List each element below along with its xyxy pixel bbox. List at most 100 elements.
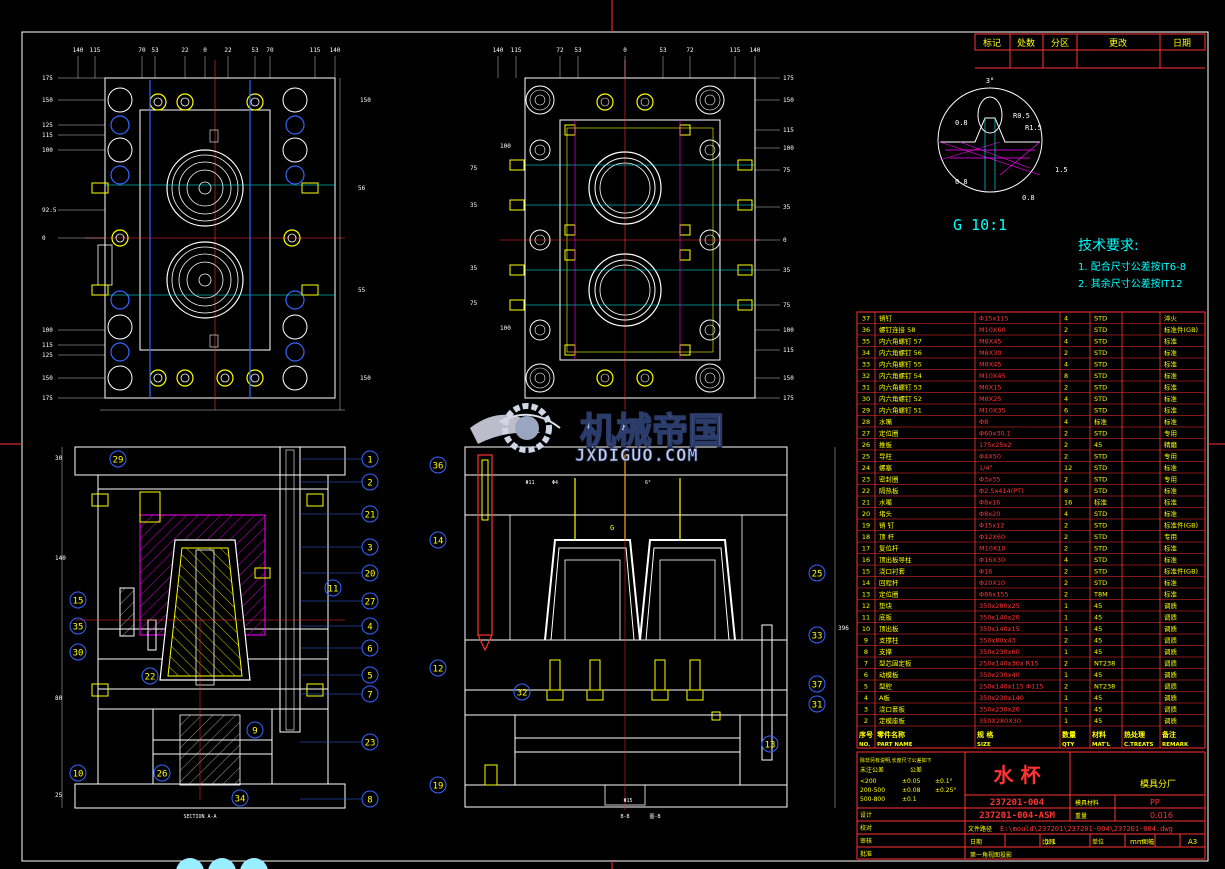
meta-label: 日期 [970, 838, 982, 846]
bom-cell: 350x230x60 [979, 648, 1020, 656]
tol-linear: ±0.05 [902, 778, 921, 785]
bom-cell: Φ8 [979, 418, 988, 426]
part-balloon: 15 [69, 591, 87, 609]
bom-header-cn: 材料 [1091, 730, 1106, 739]
bom-cell-no: 14 [862, 579, 870, 587]
bom-cell: 2 [1064, 453, 1068, 461]
svg-text:0.8: 0.8 [1022, 194, 1035, 202]
bom-cell: 标准 [1094, 417, 1108, 426]
dim-v-label: 150 [783, 97, 794, 104]
bom-cell: 45 [1094, 717, 1102, 725]
dim-h-label: 72 [686, 47, 694, 54]
bom-cell: 2 [1064, 683, 1068, 691]
bom-cell: 45 [1094, 648, 1102, 656]
bom-cell: 标准件(GB) [1164, 325, 1198, 334]
assembly-number: 237201-004-ASM [979, 811, 1055, 821]
bom-cell-no: 21 [862, 499, 870, 507]
part-balloon: 19 [429, 776, 447, 794]
bom-cell: 螺钉连接 58 [879, 325, 915, 334]
bom-header-en: MAT'L [1092, 742, 1111, 748]
svg-text:mm: mm [1130, 838, 1144, 846]
rev-col-change: 更改 [1109, 37, 1127, 49]
bom-cell-no: 18 [862, 533, 870, 541]
bom-cell: 标准 [1164, 348, 1178, 357]
bom-cell: 1 [1064, 671, 1068, 679]
dim-h-label: 0 [623, 47, 627, 54]
bom-cell: 标准 [1164, 406, 1178, 415]
balloon-number: 1 [367, 456, 372, 466]
balloon-number: 23 [365, 739, 376, 749]
dim-text: Φ15 [623, 798, 632, 804]
bom-cell: NT238 [1094, 660, 1115, 668]
bom-cell: STD [1094, 545, 1107, 553]
tech-requirements: 技术要求: 1. 配合尺寸公差按IT6-8 2. 其余尺寸公差按IT12 [1078, 238, 1186, 290]
bom-cell: 2 [1064, 660, 1068, 668]
dim-v-label: 150 [783, 375, 794, 382]
part-balloon: 27 [361, 592, 379, 610]
bom-cell: 顶出板导柱 [879, 555, 912, 564]
balloon-number: 37 [812, 681, 823, 691]
signoff-label: 设计 [860, 811, 872, 819]
balloon-number: 20 [365, 570, 376, 580]
bom-cell: 标准 [1164, 578, 1178, 587]
part-balloon: 8 [361, 790, 379, 808]
bom-cell: 标准 [1164, 486, 1178, 495]
bom-cell-no: 35 [862, 338, 870, 346]
bottom-artifact-circle-1 [176, 858, 204, 869]
bom-header-cn: 序号 [858, 730, 873, 739]
balloon-number: 29 [113, 456, 124, 466]
dim-h-label: 53 [151, 47, 159, 54]
bom-cell-no: 8 [864, 648, 868, 656]
dim-v-label: 150 [42, 375, 53, 382]
bom-cell: STD [1094, 568, 1107, 576]
dim-v-label: 75 [783, 167, 791, 174]
dim-v-label: 175 [783, 395, 794, 402]
bom-cell: STD [1094, 349, 1107, 357]
bom-cell: 16 [1064, 499, 1072, 507]
dim-text: 35 [470, 202, 478, 209]
dim-text: 25 [55, 792, 63, 799]
tech-item-1: 1. 配合尺寸公差按IT6-8 [1078, 260, 1186, 273]
revision-header: 标记 处数 分区 更改 日期 [974, 33, 1206, 69]
part-balloon: 2 [361, 473, 379, 491]
bom-cell: Φ16 [979, 568, 992, 576]
dim-text: SECTION A-A [183, 814, 216, 820]
bom-cell: 堵头 [879, 509, 893, 518]
balloon-number: 8 [367, 796, 372, 806]
bom-cell: 1 [1064, 717, 1068, 725]
bom-cell: NT238 [1094, 683, 1115, 691]
balloon-number: 9 [252, 727, 257, 737]
detail-label: G 10:1 [953, 216, 1007, 234]
bom-cell: STD [1094, 510, 1107, 518]
bom-header-cn: 备注 [1161, 730, 1176, 739]
dim-text: 75 [470, 300, 478, 307]
rev-col-date: 日期 [1173, 38, 1191, 49]
part-balloon: 22 [141, 667, 159, 685]
bom-cell: 2 [1064, 637, 1068, 645]
bom-cell: 型腔 [879, 682, 893, 691]
bom-cell-no: 17 [862, 545, 870, 553]
product-name: 水 杯 [994, 763, 1041, 787]
bom-cell-no: 26 [862, 441, 870, 449]
bom-cell: 内六角螺钉 53 [879, 383, 922, 392]
bom-cell: 标准 [1164, 383, 1178, 392]
part-balloon: 35 [69, 617, 87, 635]
part-balloon: 21 [361, 505, 379, 523]
bom-cell: 350X280X30 [979, 717, 1021, 725]
bom-cell: 隔热板 [879, 486, 899, 495]
bom-cell: STD [1094, 430, 1107, 438]
bom-cell: 标准 [1164, 371, 1178, 380]
bom-cell-no: 10 [862, 625, 870, 633]
bom-cell: 密封圈 [879, 475, 899, 484]
dim-text: 140 [55, 555, 66, 562]
bom-cell: M10X10 [979, 545, 1006, 553]
part-balloon: 20 [361, 564, 379, 582]
detail-view-g: 3° R1.5 R0.5 0.8 1.5 0.8 0.8 G 10:1 [937, 77, 1068, 234]
